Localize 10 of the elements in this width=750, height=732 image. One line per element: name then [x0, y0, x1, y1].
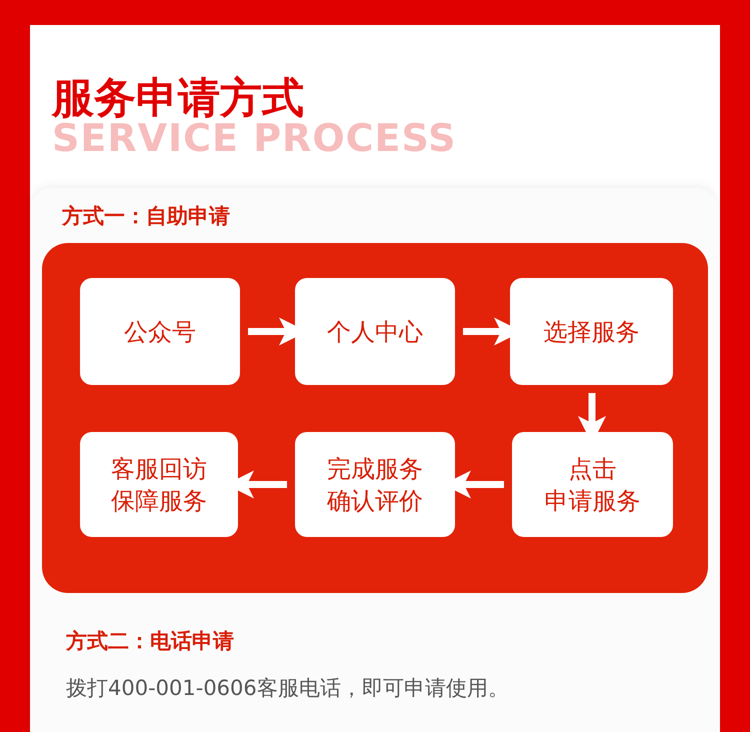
title: 服务申请方式: [52, 72, 304, 122]
process-box: 公众号: [80, 278, 240, 385]
process-box: 个人中心: [295, 278, 455, 385]
process-box: 选择服务: [510, 278, 673, 385]
process-box: 完成服务确认评价: [295, 432, 455, 537]
instruction-text: 拨打400-001-0606客服电话，即可申请使用。: [66, 675, 509, 702]
process-box: 客服回访保障服务: [80, 432, 238, 537]
section-heading: 方式二：电话申请: [66, 628, 234, 655]
process-box: 点击申请服务: [512, 432, 673, 537]
section-heading: 方式一：自助申请: [62, 203, 230, 230]
